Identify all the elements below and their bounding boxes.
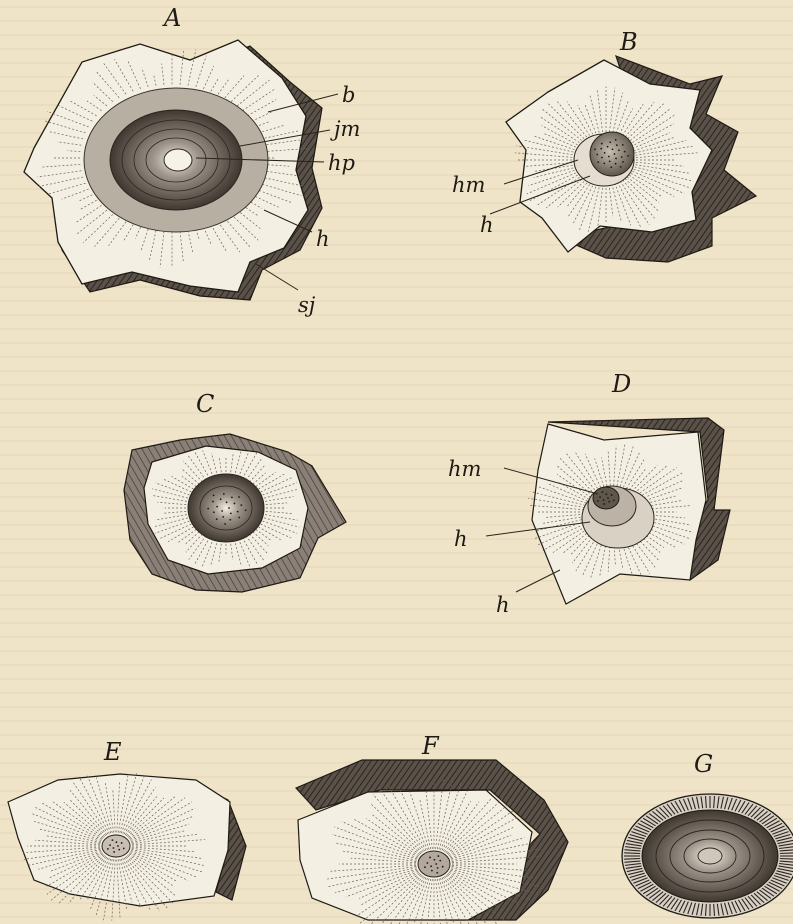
figure-e-title: E bbox=[103, 738, 122, 766]
figure-a-label-jm: jm bbox=[330, 117, 360, 141]
figure-e-hilum bbox=[102, 835, 130, 857]
figure-c-title: C bbox=[196, 390, 214, 418]
figure-d-title: D bbox=[611, 370, 631, 398]
figure-f-title: F bbox=[421, 732, 440, 760]
figure-f-hilum bbox=[418, 851, 450, 877]
figure-a-label-b: b bbox=[342, 83, 355, 107]
figure-b-label-h: h bbox=[480, 213, 494, 237]
figure-a-label-sj: sj bbox=[298, 293, 316, 317]
figure-a-hilum bbox=[164, 149, 192, 171]
figure-g-center bbox=[698, 848, 722, 864]
figure-b-title: B bbox=[619, 28, 638, 56]
figure-b-label-hm: hm bbox=[452, 173, 485, 197]
figure-d-label-h-upper: h bbox=[454, 527, 468, 551]
figure-a-label-hp: hp bbox=[328, 151, 355, 175]
figure-c-core bbox=[188, 474, 264, 542]
figure-a-title: A bbox=[162, 4, 181, 32]
figure-d-hilum bbox=[593, 487, 619, 509]
figure-g-title: G bbox=[694, 750, 713, 778]
figure-d-label-h-lower: h bbox=[496, 593, 510, 617]
figure-a-label-h: h bbox=[316, 227, 330, 251]
figure-d-label-hm: hm bbox=[448, 457, 481, 481]
